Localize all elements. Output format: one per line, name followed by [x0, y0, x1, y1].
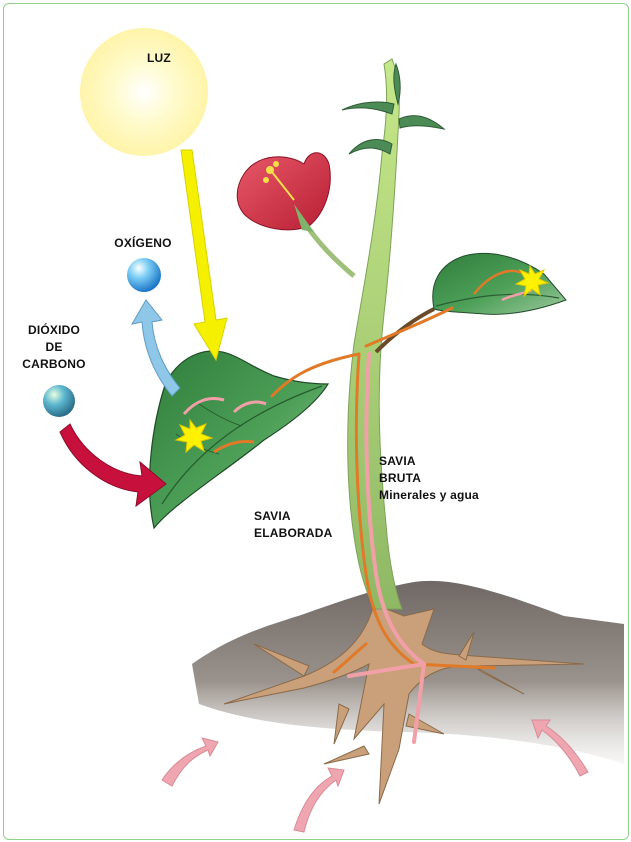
processed-sap-label-line-2: ELABORADA — [254, 525, 332, 542]
processed-sap-label: SAVIA ELABORADA — [254, 508, 332, 542]
raw-sap-label-line-2: BRUTA — [379, 470, 479, 487]
co2-label: DIÓXIDO DE CARBONO — [14, 322, 94, 373]
light-label: LUZ — [139, 50, 179, 67]
light-arrow — [181, 150, 227, 360]
photosynthesis-illustration — [4, 4, 628, 839]
main-leaf — [150, 351, 328, 528]
diagram-frame: LUZ OXÍGENO DIÓXIDO DE CARBONO SAVIA BRU… — [3, 3, 629, 840]
processed-sap-label-line-1: SAVIA — [254, 508, 332, 525]
flower — [237, 153, 354, 276]
sun — [80, 28, 208, 156]
raw-sap-label: SAVIA BRUTA Minerales y agua — [379, 453, 479, 504]
oxygen-label: OXÍGENO — [103, 235, 183, 252]
raw-sap-label-line-3: Minerales y agua — [379, 487, 479, 504]
co2-label-line-2: DE — [14, 339, 94, 356]
co2-molecule — [43, 385, 75, 417]
oxygen-molecule — [127, 258, 161, 292]
raw-sap-label-line-1: SAVIA — [379, 453, 479, 470]
right-leaf — [376, 253, 566, 352]
oxygen-arrow — [132, 300, 180, 396]
co2-label-line-3: CARBONO — [14, 356, 94, 373]
co2-label-line-1: DIÓXIDO — [14, 322, 94, 339]
